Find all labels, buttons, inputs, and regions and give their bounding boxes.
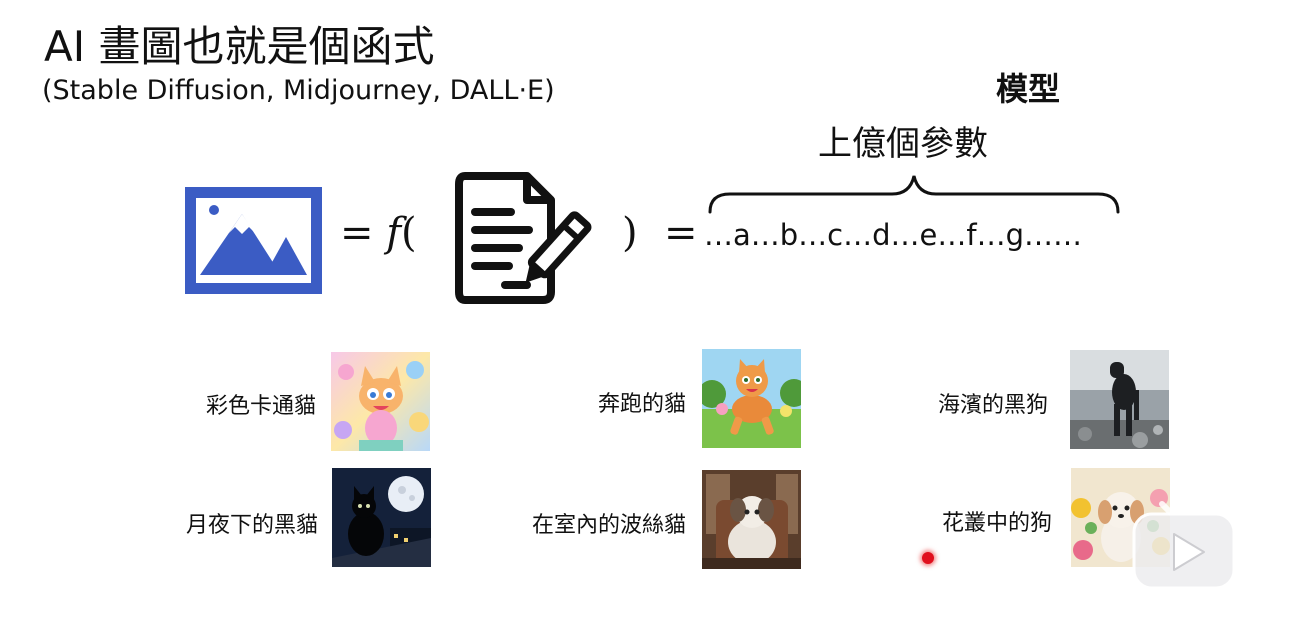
image-icon xyxy=(185,187,322,294)
image-black-cat-moonlight xyxy=(332,468,431,567)
caption-black-dog-beach: 海濱的黑狗 xyxy=(937,393,1048,418)
laser-pointer-dot xyxy=(922,552,934,564)
image-running-cat xyxy=(702,349,801,448)
caption-dog-in-flowers: 花叢中的狗 xyxy=(941,511,1052,536)
caption-persian-cat-indoor: 在室內的波絲貓 xyxy=(531,513,686,538)
params-sequence: …a…b…c…d…e…f…g…… xyxy=(704,218,1082,252)
caption-black-cat-moonlight: 月夜下的黑貓 xyxy=(185,513,318,538)
slide-subtitle: (Stable Diffusion, Midjourney, DALL·E) xyxy=(42,75,555,106)
close-paren: ) xyxy=(622,210,638,256)
slide-title: AI 畫圖也就是個函式 xyxy=(44,22,435,71)
image-colorful-cartoon-cat xyxy=(331,352,430,451)
document-edit-icon xyxy=(455,170,595,306)
equals-f-open: = 𝑓( xyxy=(340,210,417,256)
caption-colorful-cartoon-cat: 彩色卡通貓 xyxy=(205,394,316,419)
play-button[interactable] xyxy=(1128,490,1240,594)
image-persian-cat-indoor xyxy=(702,470,801,569)
play-icon xyxy=(1132,501,1236,590)
model-label: 模型 xyxy=(996,70,1061,108)
params-label: 上億個參數 xyxy=(818,124,988,164)
equals-sign: = xyxy=(664,210,698,256)
curly-brace xyxy=(708,175,1120,214)
image-black-dog-beach xyxy=(1070,350,1169,449)
caption-running-cat: 奔跑的貓 xyxy=(597,392,686,417)
